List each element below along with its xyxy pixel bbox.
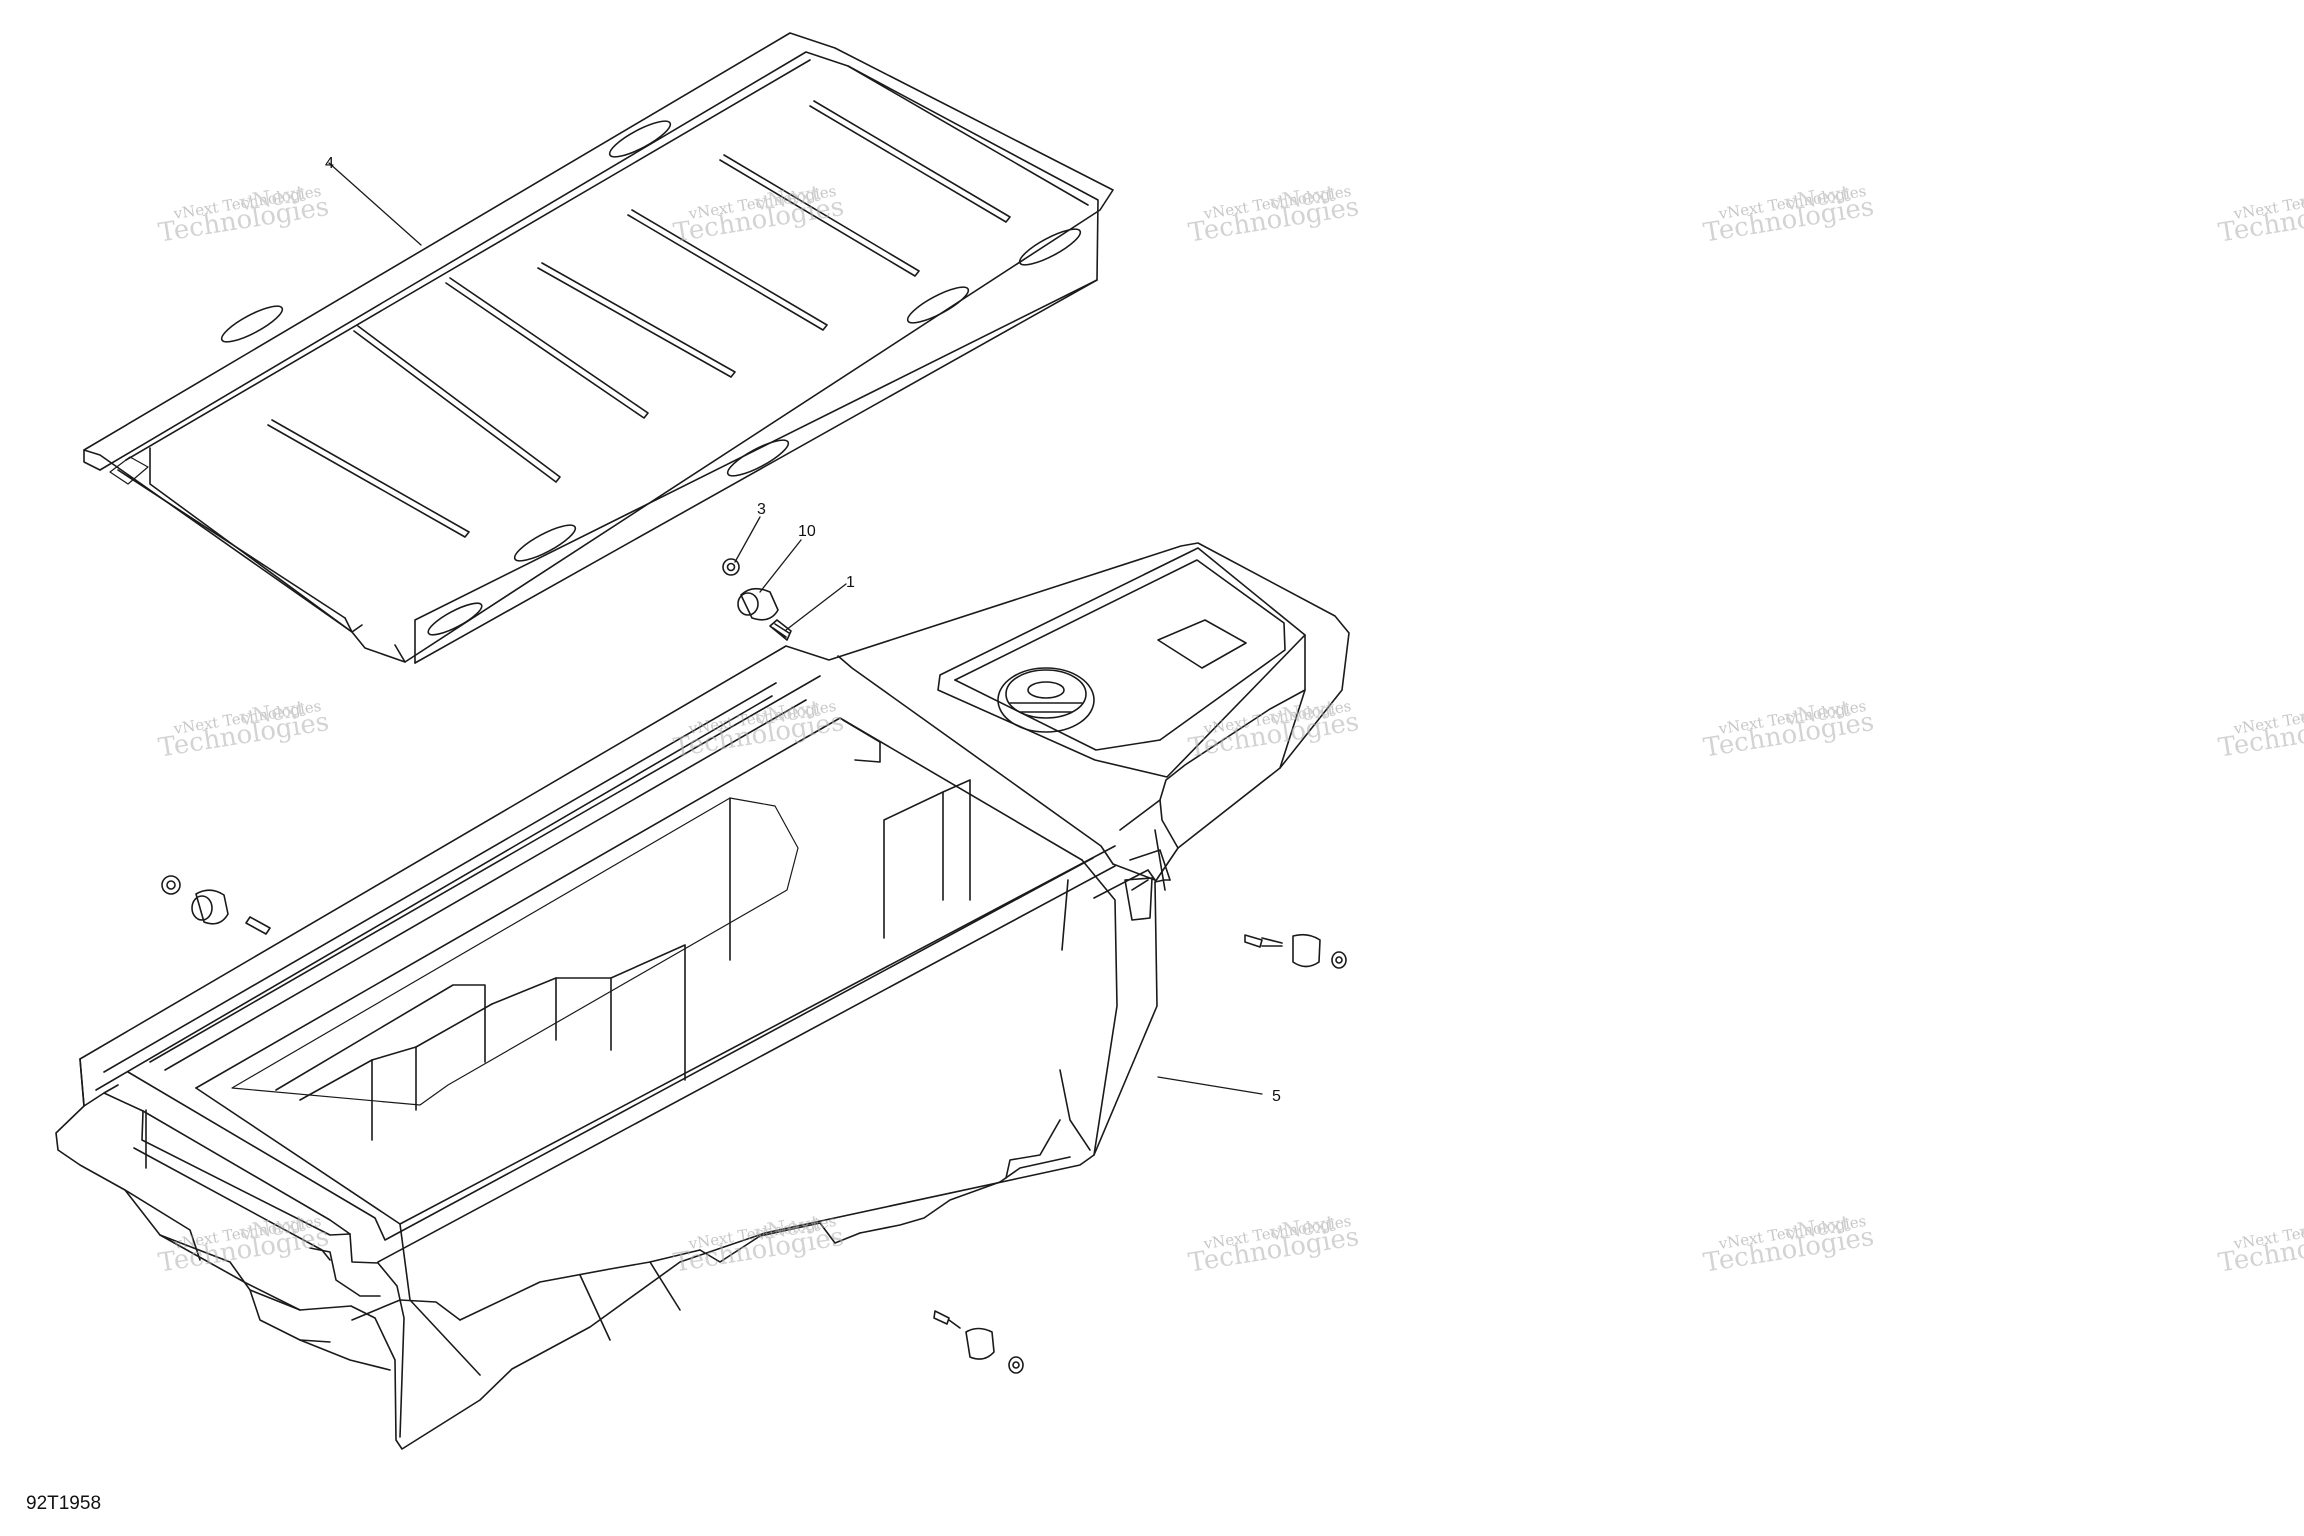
callout-1: 1: [846, 574, 855, 591]
callout-10: 10: [798, 523, 816, 540]
bumper-hardware-bottom: [933, 1310, 1024, 1374]
bumper-hardware-right: [1244, 933, 1347, 969]
callout-3: 3: [757, 501, 766, 518]
bumper-hardware-top: [722, 558, 792, 641]
leader-line-4: [328, 162, 422, 246]
callout-5: 5: [1272, 1088, 1281, 1105]
leader-line-10: [759, 539, 802, 593]
bumper-hardware-left: [161, 875, 271, 935]
storage-bin-part: [55, 542, 1350, 1450]
leader-line-3: [734, 516, 761, 563]
figure-code: 92T1958: [26, 1493, 102, 1514]
leader-line-1: [785, 583, 847, 631]
callout-4: 4: [325, 155, 334, 172]
leader-line-5: [1157, 1076, 1263, 1095]
storage-tray-part: [83, 32, 1114, 664]
